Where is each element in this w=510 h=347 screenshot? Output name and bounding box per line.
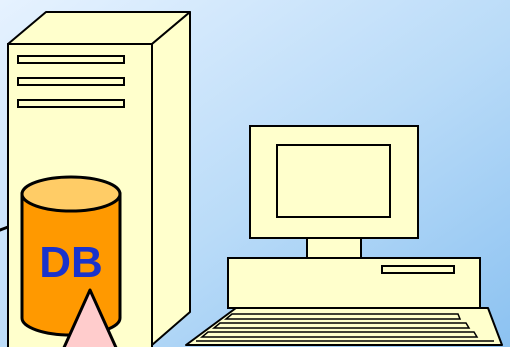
- database-top: [22, 177, 120, 211]
- keyboard-key-row: [214, 323, 469, 328]
- monitor-screen: [277, 145, 390, 217]
- server-drive-slot: [18, 100, 124, 107]
- server-drive-slot: [18, 56, 124, 63]
- keyboard-icon: [186, 308, 502, 345]
- keyboard-key-row: [202, 332, 477, 337]
- monitor-neck: [307, 238, 361, 258]
- keyboard-key-row: [226, 314, 460, 319]
- database-label: DB: [39, 238, 103, 287]
- server-drive-slot: [18, 78, 124, 85]
- database-cylinder-icon: DB: [22, 177, 120, 335]
- disk-drive-slot: [382, 266, 454, 273]
- server-side-face: [152, 12, 190, 345]
